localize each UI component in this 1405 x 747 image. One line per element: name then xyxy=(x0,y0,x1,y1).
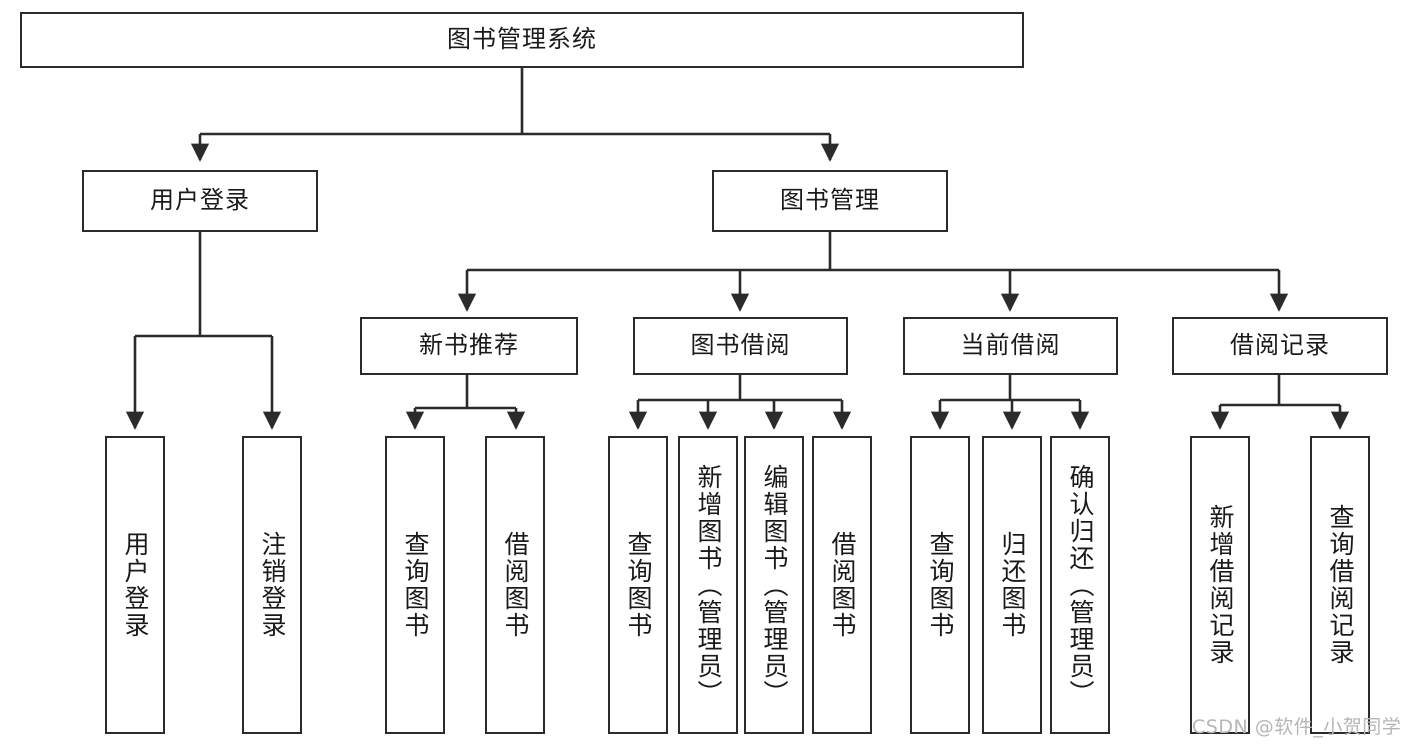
node-leaf-query-record[interactable]: 查询借阅记录 xyxy=(1310,436,1370,734)
node-book-borrow[interactable]: 图书借阅 xyxy=(633,317,848,375)
node-leaf-user-login[interactable]: 用户登录 xyxy=(105,436,165,734)
node-leaf-return-book[interactable]: 归还图书 xyxy=(982,436,1042,734)
node-borrow-record-label: 借阅记录 xyxy=(1230,331,1330,360)
node-root-label: 图书管理系统 xyxy=(447,25,597,54)
node-leaf-add-record-label: 新增借阅记录 xyxy=(1206,504,1235,666)
node-book-manage-label: 图书管理 xyxy=(780,186,880,215)
node-new-book-rec[interactable]: 新书推荐 xyxy=(360,317,578,375)
node-leaf-edit-book[interactable]: 编辑图书（管理员） xyxy=(744,436,804,734)
node-leaf-confirm-return-label: 确认归还（管理员） xyxy=(1066,463,1095,707)
node-book-manage[interactable]: 图书管理 xyxy=(712,170,948,232)
node-root[interactable]: 图书管理系统 xyxy=(20,12,1024,68)
node-leaf-query-book-1[interactable]: 查询图书 xyxy=(385,436,445,734)
node-new-book-rec-label: 新书推荐 xyxy=(419,331,519,360)
node-leaf-return-book-label: 归还图书 xyxy=(998,531,1027,639)
node-leaf-query-book-1-label: 查询图书 xyxy=(401,531,430,639)
node-leaf-edit-book-label: 编辑图书（管理员） xyxy=(760,463,789,707)
node-leaf-borrow-book-1[interactable]: 借阅图书 xyxy=(485,436,545,734)
node-leaf-query-record-label: 查询借阅记录 xyxy=(1326,504,1355,666)
node-leaf-add-book-label: 新增图书（管理员） xyxy=(694,463,723,707)
node-current-borrow[interactable]: 当前借阅 xyxy=(903,317,1118,375)
node-user-login[interactable]: 用户登录 xyxy=(82,170,318,232)
csdn-watermark: CSDN @软件_小贺同学 xyxy=(1192,716,1402,738)
node-leaf-user-login-label: 用户登录 xyxy=(121,531,150,639)
node-leaf-logout[interactable]: 注销登录 xyxy=(242,436,302,734)
node-leaf-add-record[interactable]: 新增借阅记录 xyxy=(1190,436,1250,734)
node-leaf-add-book[interactable]: 新增图书（管理员） xyxy=(678,436,738,734)
node-leaf-borrow-book-2-label: 借阅图书 xyxy=(828,531,857,639)
node-leaf-query-book-2-label: 查询图书 xyxy=(624,531,653,639)
node-user-login-label: 用户登录 xyxy=(150,186,250,215)
node-leaf-borrow-book-2[interactable]: 借阅图书 xyxy=(812,436,872,734)
node-leaf-query-book-3[interactable]: 查询图书 xyxy=(910,436,970,734)
node-borrow-record[interactable]: 借阅记录 xyxy=(1172,317,1388,375)
node-leaf-query-book-3-label: 查询图书 xyxy=(926,531,955,639)
node-leaf-confirm-return[interactable]: 确认归还（管理员） xyxy=(1050,436,1110,734)
node-leaf-borrow-book-1-label: 借阅图书 xyxy=(501,531,530,639)
node-book-borrow-label: 图书借阅 xyxy=(690,331,791,360)
node-leaf-query-book-2[interactable]: 查询图书 xyxy=(608,436,668,734)
node-leaf-logout-label: 注销登录 xyxy=(258,531,287,639)
node-current-borrow-label: 当前借阅 xyxy=(960,331,1061,360)
